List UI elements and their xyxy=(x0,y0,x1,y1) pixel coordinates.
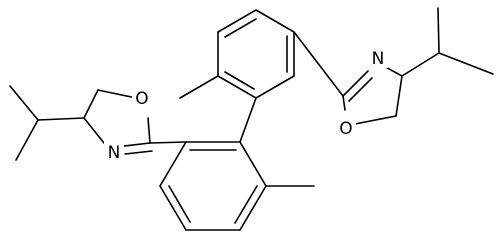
aryl-oxazoline-bond xyxy=(149,141,187,144)
bond xyxy=(147,117,151,144)
bond xyxy=(217,9,257,33)
bond xyxy=(9,85,39,121)
bond xyxy=(83,117,105,144)
bond xyxy=(217,75,257,99)
bond xyxy=(239,185,267,231)
aromatic-double-bond xyxy=(168,185,191,223)
bond xyxy=(395,75,403,117)
bond xyxy=(159,185,187,231)
bond xyxy=(83,89,99,119)
upper-benzene-ring xyxy=(217,9,295,99)
right-isopropyl-group xyxy=(401,7,494,77)
upper-methyl-bond xyxy=(179,75,219,99)
bond xyxy=(255,9,295,33)
imine-double-bond xyxy=(348,77,373,102)
bond xyxy=(437,7,440,54)
label-mask xyxy=(104,142,124,162)
lower-benzene-ring xyxy=(159,141,267,231)
aryl-oxazoline-bond xyxy=(293,31,344,97)
bond xyxy=(15,119,39,161)
right-nitrogen-atom-label: N xyxy=(372,49,385,69)
right-oxygen-atom-label: O xyxy=(339,119,352,139)
aromatic-double-bond xyxy=(224,71,255,90)
biaryl-bond xyxy=(239,97,257,143)
bond xyxy=(159,141,187,187)
left-nitrogen-atom-label: N xyxy=(108,143,121,163)
atom-labels: O N O N xyxy=(104,48,388,163)
bond xyxy=(342,95,346,111)
aromatic-double-bond xyxy=(224,18,257,38)
label-mask xyxy=(336,118,356,138)
aromatic-double-bond xyxy=(234,185,258,224)
left-oxygen-atom-label: O xyxy=(135,89,148,109)
bond xyxy=(255,75,295,99)
label-mask xyxy=(368,48,388,68)
left-oxazoline-ring xyxy=(83,89,187,155)
bond xyxy=(401,52,440,77)
bond xyxy=(342,70,369,97)
bond xyxy=(97,89,137,99)
bond xyxy=(438,52,494,75)
imine-double-bond xyxy=(123,142,151,147)
left-isopropyl-group xyxy=(9,85,85,161)
imine-double-bond xyxy=(124,150,153,155)
right-oxazoline-ring xyxy=(293,31,403,125)
bond xyxy=(239,141,267,187)
bond xyxy=(354,115,397,125)
bond xyxy=(37,117,85,121)
label-mask xyxy=(132,88,152,108)
